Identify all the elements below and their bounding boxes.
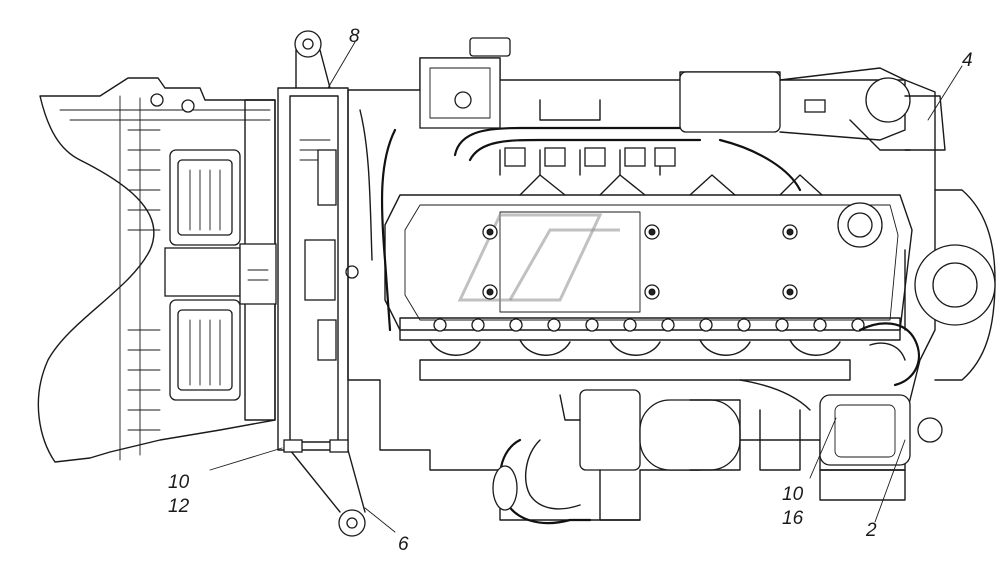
callout-labels: 8 4 10 12 6 10 16 2 — [168, 26, 973, 555]
callout-8: 8 — [349, 26, 360, 47]
leader-10-12 — [209, 447, 283, 471]
callout-10-right: 10 — [782, 484, 804, 505]
callout-2: 2 — [865, 520, 877, 541]
leader-2 — [874, 439, 906, 523]
turbo-piping — [492, 379, 811, 525]
callout-16: 16 — [782, 508, 804, 529]
fan-shroud — [277, 30, 366, 537]
radiator-assembly — [37, 77, 277, 463]
callout-4: 4 — [962, 50, 973, 71]
callout-6: 6 — [398, 534, 409, 555]
engine-block — [347, 57, 936, 521]
leader-4 — [927, 65, 963, 121]
callout-leaders — [209, 41, 963, 533]
callout-12: 12 — [168, 496, 190, 517]
callout-10-left: 10 — [168, 472, 190, 493]
front-accessories — [819, 189, 996, 501]
leader-6 — [364, 507, 396, 533]
fuel-lines — [359, 37, 946, 332]
leader-8 — [327, 41, 356, 89]
leader-10-16 — [809, 417, 837, 479]
